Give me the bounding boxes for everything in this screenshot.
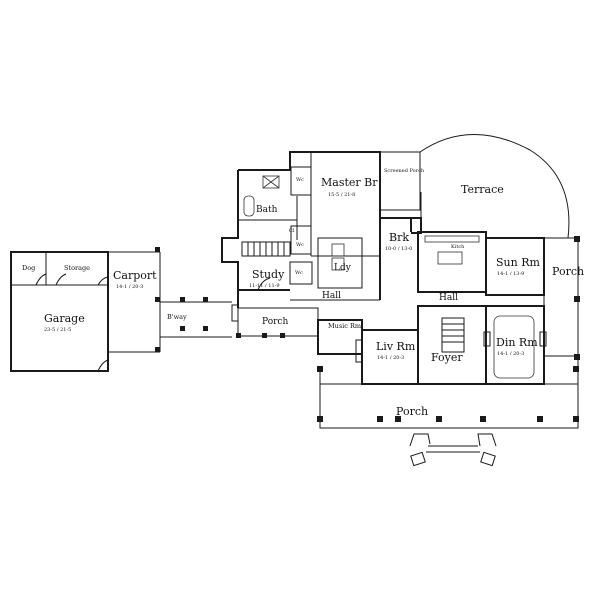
room-label-ldy: Ldy	[334, 263, 352, 273]
room-dims-sun-rm: 14-1 / 13-9	[497, 271, 524, 277]
room-label-dog: Dog	[22, 264, 35, 272]
front-porch	[317, 356, 579, 467]
garage-block	[10, 251, 109, 372]
room-label-storage: Storage	[64, 264, 90, 272]
room-dims-study: 11-11 / 11-9	[249, 283, 280, 289]
room-label-porch-east: Porch	[552, 265, 584, 278]
room-dims-garage: 23-5 / 21-5	[44, 327, 71, 333]
breezeway	[160, 297, 239, 338]
room-dims-din-rm: 14-1 / 20-3	[497, 351, 524, 357]
room-label-foyer: Foyer	[431, 351, 463, 364]
room-dims-liv-rm: 14-1 / 20-3	[377, 355, 404, 361]
room-label-hall-west: Hall	[322, 291, 341, 301]
room-label-wc-study: Wc	[295, 270, 303, 276]
room-label-sun-rm: Sun Rm	[496, 256, 540, 269]
room-label-music-rm: Music Rm	[328, 322, 361, 330]
room-label-kitch: Kitch	[451, 244, 465, 250]
room-label-din-rm: Din Rm	[496, 336, 538, 349]
room-label-cl: Cl	[289, 228, 295, 234]
room-label-porch-west: Porch	[262, 317, 288, 327]
room-dims-brk: 10-0 / 13-0	[385, 246, 412, 252]
room-dims-carport: 14-1 / 20-3	[116, 284, 143, 290]
room-label-carport: Carport	[113, 269, 157, 282]
screened-porch-terrace	[379, 134, 570, 239]
room-label-terrace: Terrace	[461, 183, 504, 196]
room-dims-master-br: 15-5 / 21-8	[328, 192, 355, 198]
room-label-wc-bath: Wc	[296, 177, 304, 183]
room-label-screened-porch: Screened Porch	[384, 168, 425, 174]
room-label-garage: Garage	[44, 312, 85, 325]
room-label-porch-front: Porch	[396, 405, 428, 418]
room-label-wc-bath2: Wc	[296, 242, 304, 248]
room-label-master-br: Master Br	[321, 176, 378, 189]
room-label-brk: Brk	[389, 231, 409, 244]
room-label-byway: B'way	[167, 313, 187, 321]
room-label-liv-rm: Liv Rm	[376, 340, 416, 353]
room-label-bath: Bath	[256, 205, 278, 215]
room-label-study: Study	[252, 268, 285, 281]
room-label-hall-east: Hall	[439, 293, 458, 303]
carport-area	[108, 247, 161, 353]
main-block	[236, 218, 580, 385]
